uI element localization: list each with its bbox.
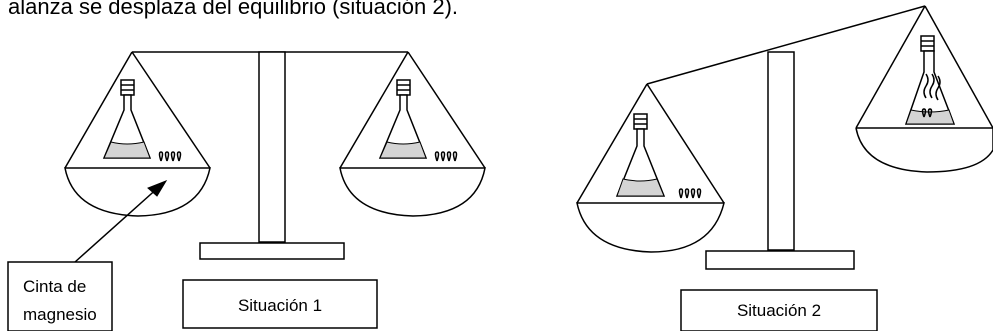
base [705,250,855,270]
magnesium-callout: Cinta de magnesio [7,180,168,331]
callout-box [7,261,113,331]
situation-1-label: Situación 1 [238,296,322,315]
post [258,51,286,243]
right-pan [855,5,993,173]
arrow-icon [74,180,168,263]
flask-icon [615,113,666,197]
magnesium-ribbon-icon [678,188,702,199]
callout-line-1: Cinta de [23,277,86,296]
situation-2-label-box [680,289,878,331]
flask-icon [904,35,956,125]
magnesium-ribbon-icon [921,108,933,118]
callout-line-2: magnesio [23,305,97,324]
situation-1-label-box [182,279,378,329]
magnesium-ribbon-icon [158,151,182,162]
base [199,242,345,260]
flask-icon [378,79,428,159]
beam [646,5,926,85]
left-pan [64,51,211,217]
balance-situation-1: Situación 1 [64,51,486,329]
gas-bubbles-icon [923,73,941,101]
flask-icon [102,79,152,159]
header-text: alanza se desplaza del equilibrio (situa… [8,0,458,19]
right-pan [339,51,486,217]
left-pan [576,83,725,253]
post [767,51,795,251]
magnesium-ribbon-icon [434,151,458,162]
balance-situation-2: Situación 2 [576,5,993,331]
situation-2-label: Situación 2 [737,301,821,320]
